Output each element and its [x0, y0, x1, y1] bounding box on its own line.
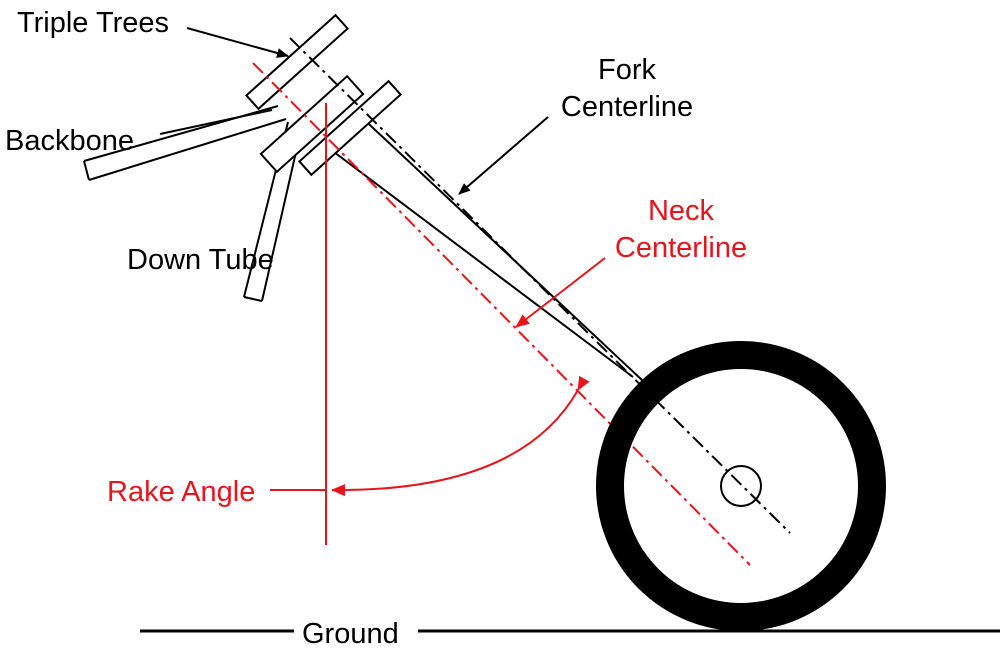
rake-angle-arc [331, 375, 590, 497]
triple-trees-leader [186, 27, 289, 58]
label-rake-angle: Rake Angle [107, 476, 255, 508]
label-neck-centerline-line1: Neck [648, 195, 715, 227]
front-wheel [596, 341, 886, 631]
neck-centerline-leader [515, 257, 606, 328]
label-down-tube: Down Tube [127, 244, 274, 276]
label-backbone: Backbone [5, 125, 134, 157]
fork-centerline [289, 37, 791, 534]
backbone-leader [159, 109, 273, 135]
tire [596, 341, 886, 631]
label-triple-trees: Triple Trees [17, 7, 169, 39]
label-ground: Ground [302, 618, 399, 650]
label-neck-centerline-line2: Centerline [615, 232, 747, 264]
fork-legs [325, 111, 644, 382]
axle-hub [720, 465, 762, 507]
neck-centerline [252, 62, 751, 566]
label-fork-centerline-line1: Fork [598, 54, 657, 86]
fork-centerline-leader [458, 116, 549, 195]
triple-trees [244, 13, 403, 177]
label-fork-centerline-line2: Centerline [561, 91, 693, 123]
